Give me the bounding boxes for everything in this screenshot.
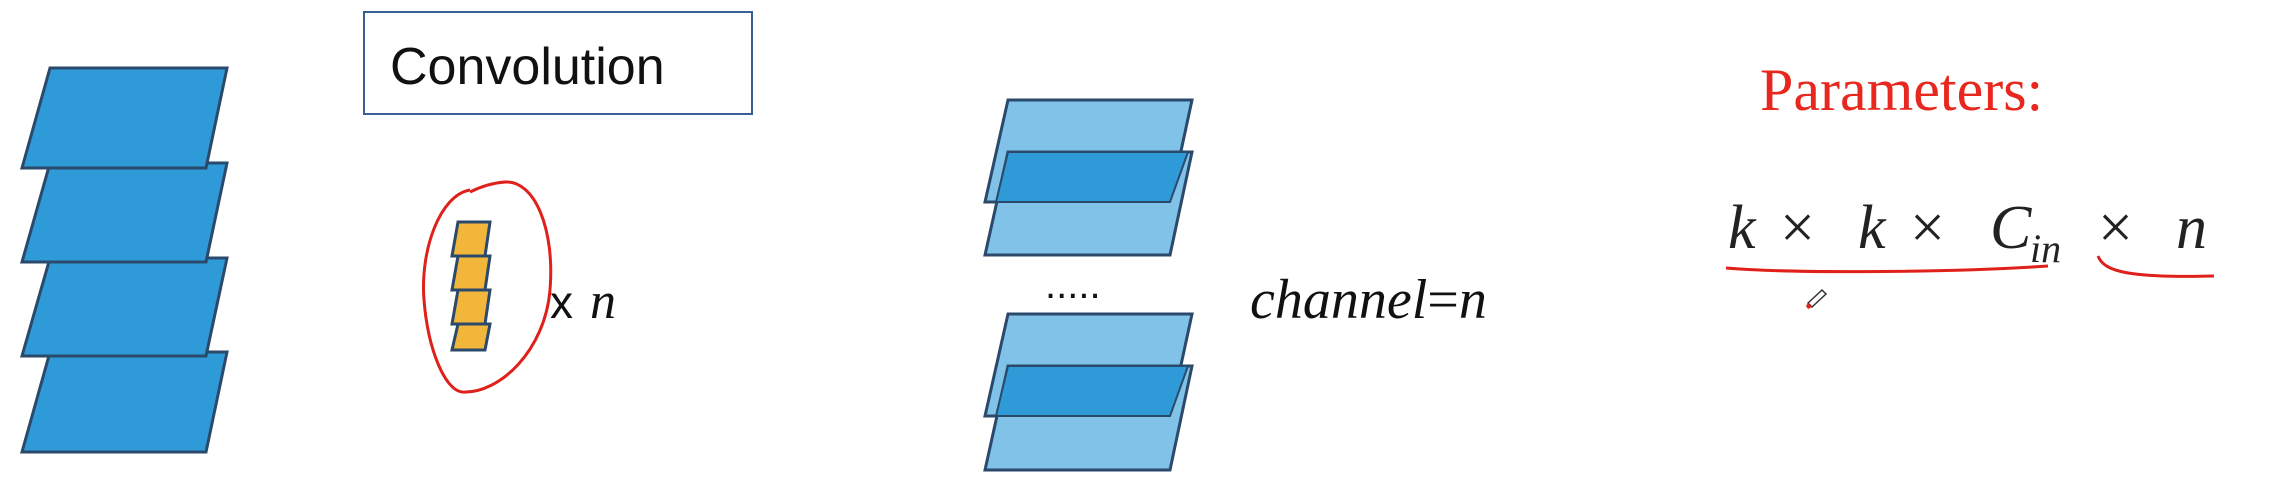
output-top-pair	[983, 98, 1194, 257]
input-layer-4	[20, 350, 229, 454]
formula-k2: k	[1858, 194, 1887, 262]
filter-cube-1	[450, 220, 492, 258]
underline-n	[2096, 255, 2215, 278]
underline-kkc	[1725, 264, 2049, 274]
filter-cube-4	[450, 322, 492, 352]
input-feature-stack	[20, 66, 229, 454]
output-bottom-pair	[983, 312, 1194, 472]
channel-equals: =	[1427, 269, 1459, 331]
filter-cube-3	[450, 288, 492, 326]
formula-times-2: ×	[1910, 194, 1945, 262]
input-layer-1	[20, 66, 229, 170]
input-layer-3	[20, 256, 229, 358]
filter-multiplier: x	[550, 276, 573, 328]
channel-var: n	[1459, 269, 1487, 331]
filter-cube-2	[450, 254, 492, 292]
filter-count-var: n	[590, 273, 616, 330]
formula-times-1: ×	[1780, 194, 1815, 262]
output-ellipsis: .....	[1045, 263, 1101, 307]
formula-k1: k	[1728, 194, 1757, 262]
formula-times-3: ×	[2098, 194, 2133, 262]
filter-kernel	[421, 180, 553, 394]
output-overlap-1	[994, 151, 1190, 203]
output-overlap-2	[994, 365, 1190, 417]
channel-label: channel	[1250, 269, 1427, 331]
formula-c-subscript: in	[2030, 226, 2061, 271]
convolution-title: Convolution	[390, 38, 665, 96]
formula-n: n	[2176, 194, 2207, 262]
input-layer-2	[20, 161, 229, 264]
filter-red-circle-annotation	[421, 180, 553, 394]
parameters-heading: Parameters:	[1760, 57, 2043, 123]
parameter-formula: k × k × C in × n	[1728, 194, 2207, 271]
output-feature-stack: .....	[983, 98, 1194, 472]
convolution-title-box: Convolution	[363, 11, 753, 115]
channel-equation: channel=n	[1250, 269, 1487, 331]
pen-cursor-icon	[1806, 288, 1828, 309]
formula-c: C	[1990, 194, 2032, 262]
